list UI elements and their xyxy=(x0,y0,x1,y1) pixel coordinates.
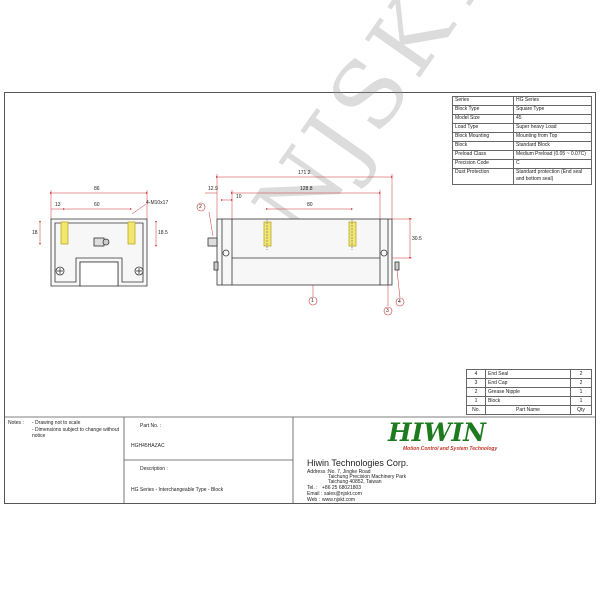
dim-thread: 4-M10x17 xyxy=(146,200,169,206)
spec-key: Block Type xyxy=(452,105,514,115)
address-label: Address : xyxy=(307,469,329,475)
web-value[interactable]: www.njskt.com xyxy=(322,497,356,503)
part-qty: 1 xyxy=(570,387,592,397)
dim-height: 30.5 xyxy=(412,236,422,242)
part-qty: 1 xyxy=(570,396,592,406)
dim-body-length: 128.8 xyxy=(300,186,313,192)
spec-value: HG Series xyxy=(513,96,592,106)
side-view xyxy=(207,218,400,286)
notes-label: Notes : xyxy=(8,420,24,426)
part-name: End Cap xyxy=(485,378,571,388)
parts-header-qty: Qty xyxy=(570,405,592,415)
spec-key: Precision Code xyxy=(452,159,514,169)
end-view xyxy=(50,218,148,287)
dim-height-right: 18.5 xyxy=(158,230,168,236)
email-value[interactable]: sales@njskt.com xyxy=(324,491,362,497)
spec-key: Block xyxy=(452,141,514,151)
spec-value: Medium Preload (0.05 ~ 0.07C) xyxy=(513,150,592,160)
web-label: Web : xyxy=(307,497,320,503)
title-block-lines xyxy=(4,416,596,504)
note-2: - Dimensions subject to change without n… xyxy=(32,427,119,439)
part-no: 2 xyxy=(466,387,486,397)
description-label: Description : xyxy=(140,466,168,472)
spec-key: Block Mounting xyxy=(452,132,514,142)
email-label: Email : xyxy=(307,491,323,497)
spec-value: Standard Block xyxy=(513,141,592,151)
description-value: HG Series - Interchangeable Type - Block xyxy=(131,487,224,493)
part-no: 4 xyxy=(466,369,486,379)
dim-height-left: 18 xyxy=(32,230,38,236)
part-qty: 2 xyxy=(570,369,592,379)
address-line-2: Taichung Precision Machinery Park xyxy=(328,474,407,480)
callout-4: 4 xyxy=(398,299,401,305)
spec-key: Dust Protection xyxy=(452,168,514,185)
part-no-value: HGH45HAZAC xyxy=(131,443,165,449)
dim-hole-spacing: 80 xyxy=(307,202,313,208)
parts-header-no: No. xyxy=(466,405,486,415)
side-view-dimensions xyxy=(205,174,412,306)
dim-overall-width: 86 xyxy=(94,186,100,192)
spec-key: Preload Class xyxy=(452,150,514,160)
part-no: 3 xyxy=(466,378,486,388)
part-no-label: Part No. : xyxy=(140,423,162,429)
dim-offset: 13 xyxy=(55,202,61,208)
part-no: 1 xyxy=(466,396,486,406)
address-line-3: Taichung 40852, Taiwan xyxy=(328,479,382,485)
parts-header-name: Part Name xyxy=(485,405,571,415)
spec-key: Series xyxy=(452,96,514,106)
callout-circles xyxy=(196,202,405,316)
part-name: End Seal xyxy=(485,369,571,379)
dim-cap-offset: 10 xyxy=(236,194,242,200)
part-name: Grease Nipple xyxy=(485,387,571,397)
drawing-frame xyxy=(4,92,596,504)
spec-value: 45 xyxy=(513,114,592,124)
spec-value: Standard protection (End seal and bottom… xyxy=(513,168,592,185)
spec-key: Load Type xyxy=(452,123,514,133)
dim-overall-length: 171.2 xyxy=(298,170,311,176)
callout-2: 2 xyxy=(199,204,202,210)
tel-value: +86 25 68021803 xyxy=(322,485,362,491)
spec-value: Mounting from Top xyxy=(513,132,592,142)
spec-value: Super heavy Load xyxy=(513,123,592,133)
end-view-dimensions xyxy=(39,190,157,247)
address-line-1: No. 7, Jingke Road xyxy=(328,469,371,475)
spec-value: C xyxy=(513,159,592,169)
hiwin-tagline: Motion Control and System Technology xyxy=(403,446,498,452)
dim-inner-width: 60 xyxy=(94,202,100,208)
spec-value: Square Type xyxy=(513,105,592,115)
note-1: - Drawing not to scale xyxy=(32,420,81,426)
tel-label: Tel. : xyxy=(307,485,318,491)
company-name: Hiwin Technologies Corp. xyxy=(307,458,409,468)
spec-key: Model Size xyxy=(452,114,514,124)
part-name: Block xyxy=(485,396,571,406)
callout-1: 1 xyxy=(311,298,314,304)
hiwin-logo: HIWIN xyxy=(388,418,486,447)
part-qty: 2 xyxy=(570,378,592,388)
dim-seal-offset: 12.9 xyxy=(208,186,218,192)
callout-3: 3 xyxy=(386,308,389,314)
